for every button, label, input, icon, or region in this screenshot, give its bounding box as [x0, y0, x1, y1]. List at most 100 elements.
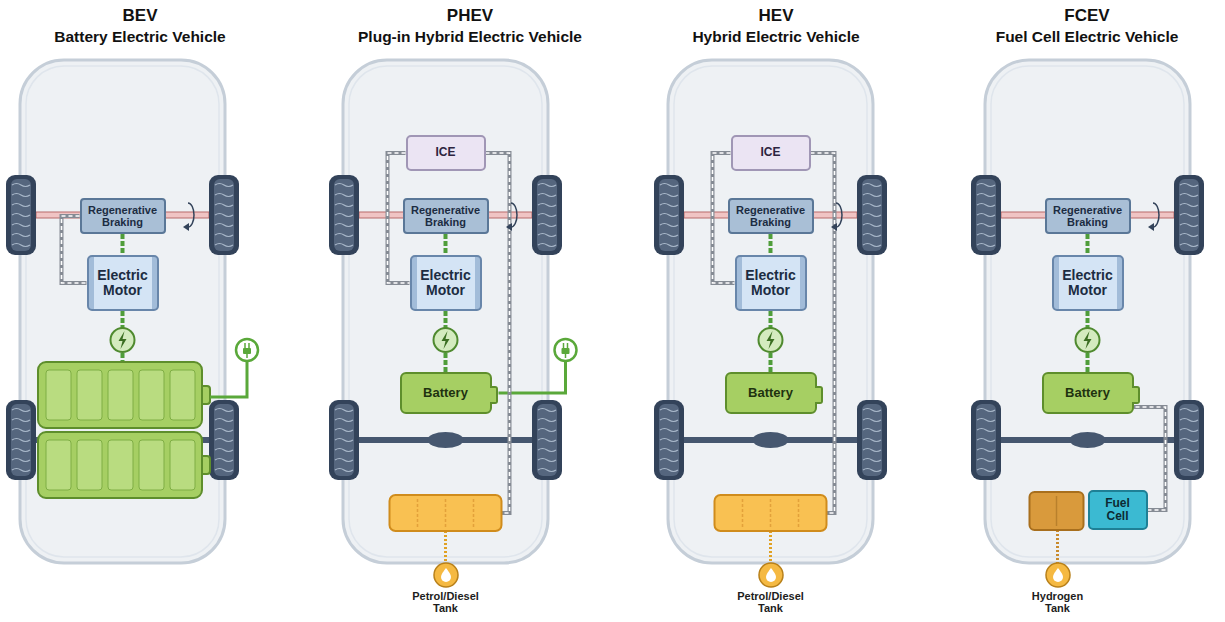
tank-divider: [770, 499, 772, 527]
tire-tread: [863, 184, 881, 187]
tire-tread: [977, 224, 995, 227]
tire-tread: [538, 244, 556, 247]
regenerative-braking-box: Regenerative Braking: [80, 198, 166, 234]
regenerative-braking-box: Regenerative Braking: [1045, 198, 1131, 234]
tire-tread: [1180, 469, 1198, 472]
tire-tread: [335, 409, 353, 412]
tire-tread: [12, 429, 30, 432]
tire-tread: [215, 429, 233, 432]
tire-tread: [12, 194, 30, 197]
fuel-drop: [766, 568, 776, 582]
tire-tread: [660, 244, 678, 247]
car-body-inner: [26, 66, 219, 557]
tank-inlet-icon: [758, 562, 784, 588]
wheel: [209, 175, 239, 255]
tire-tread: [660, 184, 678, 187]
tire-tread: [977, 194, 995, 197]
tire-tread: [12, 409, 30, 412]
wheel: [971, 175, 1001, 255]
fuel-tank: [390, 495, 502, 531]
component-label: Electric Motor: [740, 268, 802, 297]
wheel-rim: [659, 404, 679, 476]
plug-body: [243, 348, 251, 354]
battery-terminal: [1132, 386, 1140, 404]
tire-tread: [660, 449, 678, 452]
tank-divider: [798, 499, 800, 527]
tire-tread: [538, 459, 556, 462]
mechanical-link: [486, 153, 510, 513]
tire-tread: [335, 184, 353, 187]
tire-tread: [863, 194, 881, 197]
fuel-line: [444, 531, 447, 564]
wheel-rim: [214, 179, 234, 251]
wheel-rim: [537, 404, 557, 476]
battery-box: Battery: [1042, 372, 1134, 414]
car-body-inner: [991, 66, 1184, 557]
battery-terminal: [490, 386, 498, 404]
battery-cell: [139, 440, 164, 490]
wheel-rim: [334, 404, 354, 476]
tire-tread: [863, 429, 881, 432]
tire-tread: [538, 469, 556, 472]
component-label: Regenerative Braking: [83, 204, 163, 228]
tire-tread: [335, 459, 353, 462]
tire-tread: [335, 449, 353, 452]
tire-tread: [215, 234, 233, 237]
electric-motor-box: Electric Motor: [87, 255, 159, 311]
tire-tread: [538, 449, 556, 452]
battery-cell: [108, 440, 133, 490]
rotation-arrow-head: [183, 223, 189, 231]
tire-tread: [863, 469, 881, 472]
vehicle-title: Fuel Cell Electric Vehicle: [927, 27, 1225, 46]
power-converter-symbol: [759, 328, 783, 352]
wheel: [532, 175, 562, 255]
tire-tread: [12, 469, 30, 472]
wheel-rim: [976, 179, 996, 251]
vehicle-title: Battery Electric Vehicle: [0, 27, 300, 46]
connector: [770, 234, 771, 255]
tire-tread: [538, 439, 556, 442]
tire-tread: [863, 244, 881, 247]
tire-tread: [660, 429, 678, 432]
tire-tread: [215, 409, 233, 412]
mechanical-link-dash: [811, 153, 835, 513]
differential: [1070, 432, 1106, 448]
tire-tread: [1180, 224, 1198, 227]
tire-tread: [863, 439, 881, 442]
tank-label: Petrol/Diesel Tank: [733, 590, 809, 614]
tire-tread: [977, 459, 995, 462]
tire-tread: [977, 409, 995, 412]
car-body-inner: [674, 66, 867, 557]
power-converter-symbol: [434, 328, 458, 352]
battery-cell: [108, 370, 133, 420]
electric-motor-box: Electric Motor: [735, 255, 807, 311]
tire-tread: [1180, 184, 1198, 187]
plug-prong: [563, 343, 565, 348]
tire-tread: [12, 449, 30, 452]
electric-motor-box: Electric Motor: [1052, 255, 1124, 311]
battery-cell: [46, 440, 71, 490]
vehicle-panel: HEVHybrid Electric VehicleICERegenerativ…: [668, 60, 873, 563]
power-converter-symbol: [111, 328, 135, 352]
vehicle-panel: BEVBattery Electric VehicleRegenerative …: [20, 60, 225, 563]
tire-tread: [660, 469, 678, 472]
battery-pack: [38, 432, 202, 498]
tire-tread: [1180, 429, 1198, 432]
rotation-arrow-head: [831, 223, 837, 231]
component-label: Battery: [1065, 386, 1110, 400]
tire-tread: [538, 194, 556, 197]
power-link: [769, 234, 773, 255]
battery-cell: [139, 370, 164, 420]
tire-tread: [335, 214, 353, 217]
plug-cable: [565, 354, 567, 358]
car-body: [985, 60, 1190, 563]
tire-tread: [215, 214, 233, 217]
hydrogen-line: [1056, 530, 1059, 564]
tire-tread: [1180, 214, 1198, 217]
fuel-cell-box: Fuel Cell: [1088, 490, 1148, 530]
vehicle-title: Plug-in Hybrid Electric Vehicle: [310, 27, 630, 46]
component-label: Battery: [748, 386, 793, 400]
tire-tread: [335, 439, 353, 442]
